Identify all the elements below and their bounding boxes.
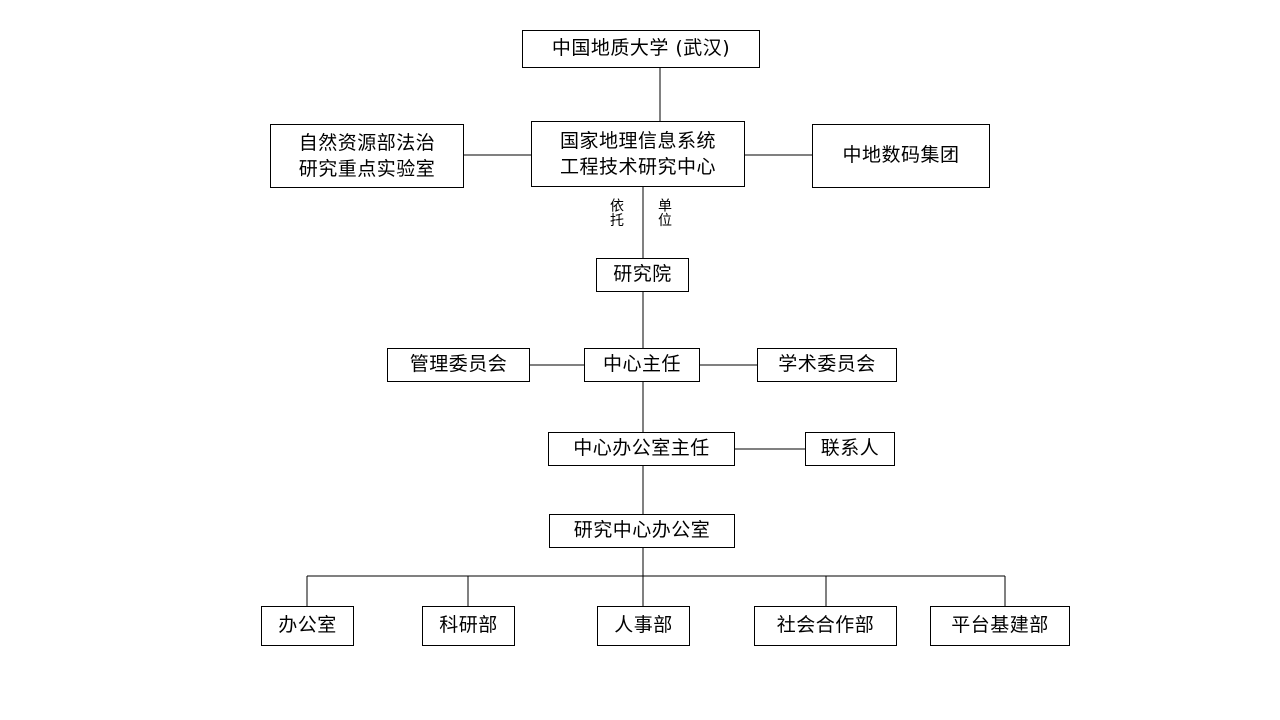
node-company[interactable]: 中地数码集团 [812, 124, 990, 188]
node-dept-platform-construction[interactable]: 平台基建部 [930, 606, 1070, 646]
node-university[interactable]: 中国地质大学 (武汉) [522, 30, 760, 68]
node-dept-research[interactable]: 科研部 [422, 606, 515, 646]
node-engineering-center[interactable]: 国家地理信息系统 工程技术研究中心 [531, 121, 745, 187]
edge-label-support-right: 单位 [656, 198, 672, 227]
node-academic-committee[interactable]: 学术委员会 [757, 348, 897, 382]
node-dept-office[interactable]: 办公室 [261, 606, 354, 646]
node-management-committee[interactable]: 管理委员会 [387, 348, 530, 382]
node-office-director[interactable]: 中心办公室主任 [548, 432, 735, 466]
node-key-lab[interactable]: 自然资源部法治 研究重点实验室 [270, 124, 464, 188]
edge-label-support-left: 依托 [608, 198, 624, 227]
node-center-office[interactable]: 研究中心办公室 [549, 514, 735, 548]
node-center-director[interactable]: 中心主任 [584, 348, 700, 382]
node-dept-social-cooperation[interactable]: 社会合作部 [754, 606, 897, 646]
node-institute[interactable]: 研究院 [596, 258, 689, 292]
node-contact-person[interactable]: 联系人 [805, 432, 895, 466]
node-dept-personnel[interactable]: 人事部 [597, 606, 690, 646]
